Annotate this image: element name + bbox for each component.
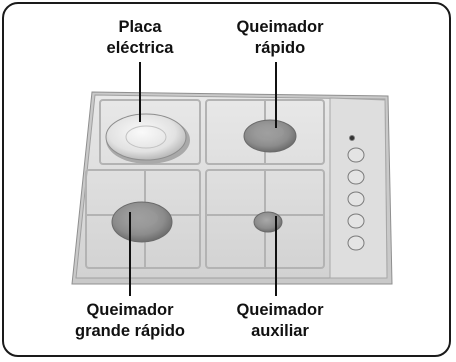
large-fast-burner (111, 201, 173, 243)
label-large-fast-burner: Queimador grande rápido (55, 300, 205, 342)
electric-plate (105, 113, 190, 164)
knob (347, 191, 365, 207)
label-line: Placa (118, 18, 162, 36)
label-auxiliary-burner: Queimador auxiliar (220, 300, 340, 342)
label-line: Queimador (236, 18, 324, 36)
label-electric-plate: Placa eléctrica (85, 17, 195, 59)
fast-burner (243, 119, 297, 153)
label-line: eléctrica (106, 39, 174, 57)
label-fast-burner: Queimador rápido (220, 17, 340, 59)
label-line: Queimador (86, 301, 174, 319)
knob (347, 147, 365, 163)
control-knobs (347, 135, 365, 251)
auxiliary-burner (253, 211, 283, 233)
knob (347, 235, 365, 251)
label-line: rápido (254, 39, 306, 57)
label-line: Queimador (236, 301, 324, 319)
leader-lines (129, 62, 277, 296)
label-line: auxiliar (251, 322, 309, 340)
knob (347, 169, 365, 185)
label-line: grande rápido (74, 322, 185, 340)
indicator-light (349, 135, 355, 141)
knob (347, 213, 365, 229)
